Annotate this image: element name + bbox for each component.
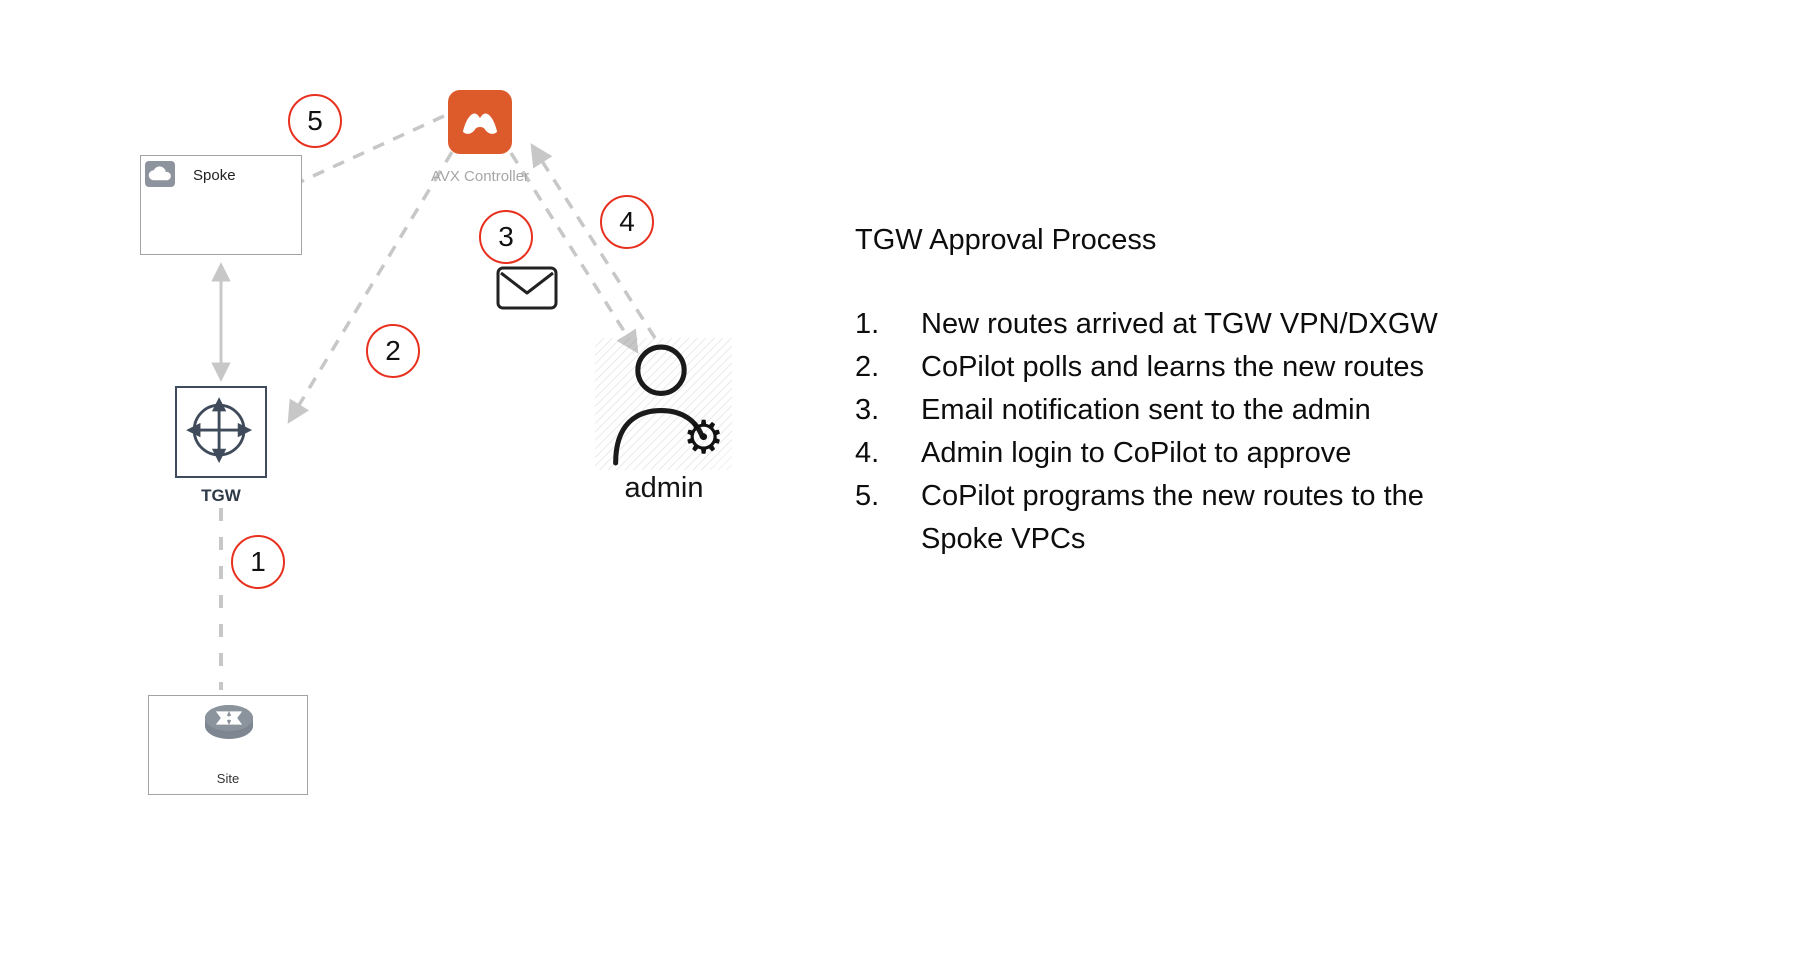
avx-controller-label: AVX Controller — [430, 168, 530, 185]
process-title: TGW Approval Process — [855, 224, 1157, 256]
vpc-cloud-icon — [145, 161, 175, 187]
email-envelope-icon — [496, 266, 558, 310]
process-step-4: 4. Admin login to CoPilot to approve — [855, 432, 1515, 475]
step-text: Email notification sent to the admin — [921, 394, 1371, 426]
process-step-5: 5. CoPilot programs the new routes to th… — [855, 475, 1515, 561]
tgw-label: TGW — [201, 486, 241, 505]
step-text: Admin login to CoPilot to approve — [921, 437, 1352, 469]
step-number: 4. — [855, 437, 880, 469]
site-label: Site — [216, 771, 240, 786]
process-panel: TGW Approval Process 1. New routes arriv… — [855, 224, 1515, 561]
process-steps-list: 1. New routes arrived at TGW VPN/DXGW 2.… — [855, 303, 1515, 561]
site-node: Site — [148, 695, 308, 795]
step-badge-1-number: 1 — [250, 546, 266, 577]
avx-controller-icon — [448, 90, 512, 154]
step-badge-1: 1 — [231, 535, 285, 589]
step-number: 1. — [855, 308, 880, 340]
transit-gateway-icon — [175, 386, 267, 478]
step-text: New routes arrived at TGW VPN/DXGW — [921, 308, 1438, 340]
step-number: 5. — [855, 480, 880, 512]
admin-person-gear-icon: ⚙ — [595, 338, 732, 470]
step-number: 2. — [855, 351, 880, 383]
step-badge-3-number: 3 — [498, 221, 514, 252]
step-badge-2: 2 — [366, 324, 420, 378]
step-badge-2-number: 2 — [385, 335, 401, 366]
spoke-vpc-node: Spoke — [140, 155, 302, 255]
step-text: CoPilot polls and learns the new routes — [921, 351, 1424, 383]
step-number: 3. — [855, 394, 880, 426]
step-text: CoPilot programs the new routes to the S… — [921, 480, 1424, 555]
router-icon — [203, 702, 255, 746]
step-badge-5-number: 5 — [307, 105, 323, 136]
step-badge-3: 3 — [479, 210, 533, 264]
process-step-3: 3. Email notification sent to the admin — [855, 389, 1515, 432]
step-badge-4-number: 4 — [619, 206, 635, 237]
admin-label: admin — [624, 472, 704, 504]
process-step-1: 1. New routes arrived at TGW VPN/DXGW — [855, 303, 1515, 346]
gear-icon: ⚙ — [683, 411, 725, 463]
process-step-2: 2. CoPilot polls and learns the new rout… — [855, 346, 1515, 389]
step-badge-5: 5 — [288, 94, 342, 148]
step-badge-4: 4 — [600, 195, 654, 249]
spoke-label: Spoke — [193, 167, 236, 184]
